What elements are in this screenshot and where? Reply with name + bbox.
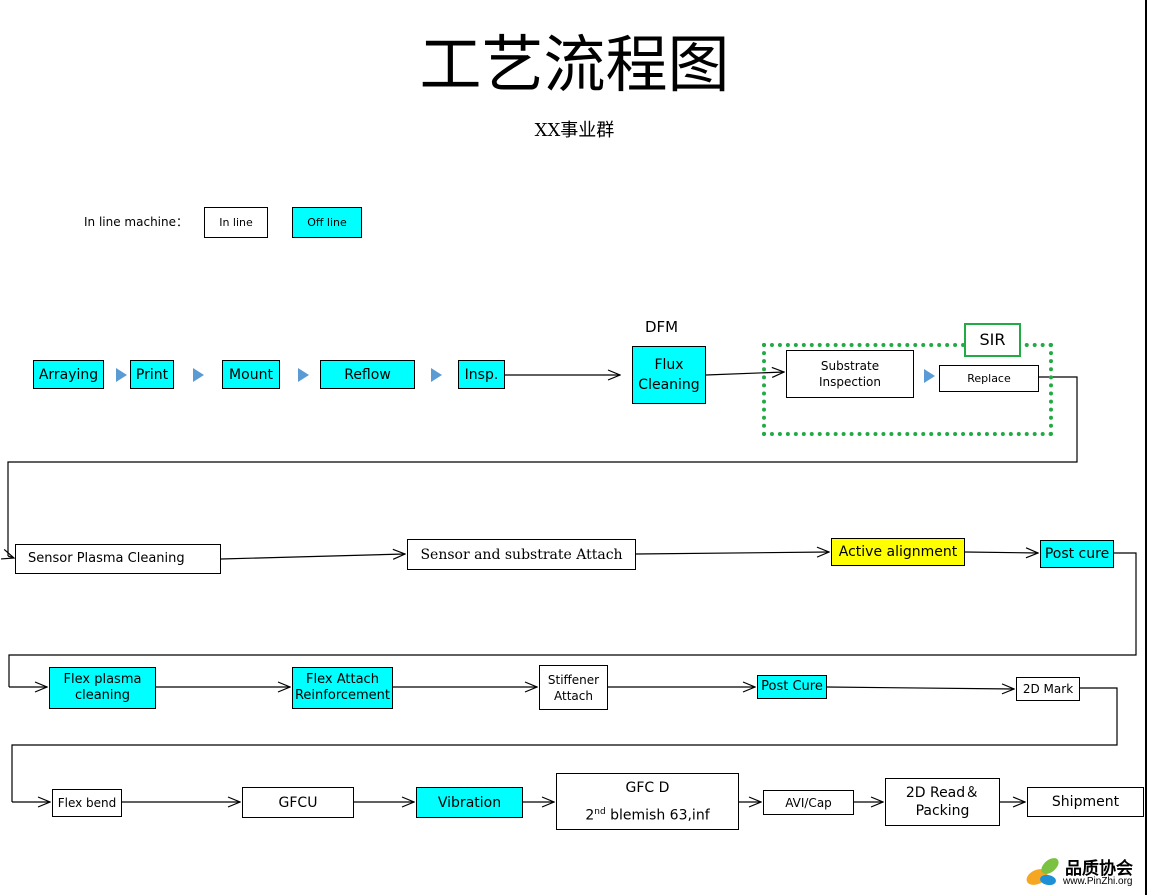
step-print: Print [130,360,174,389]
gfcd-title: GFC D [625,779,670,796]
step-flux-cleaning: Flux Cleaning [632,346,706,404]
step-2d-mark: 2D Mark [1016,677,1080,701]
step-insp: Insp. [458,360,505,389]
step-substrate-inspection: Substrate Inspection [786,350,914,398]
step-avi-cap: AVI/Cap [763,790,854,815]
step-vibration: Vibration [416,787,523,818]
step-gfcu: GFCU [242,787,354,818]
connector-postcure-row3 [8,552,1137,687]
arrow-attach-alignment [635,552,829,554]
gfcd-blemish-prefix: 2 [585,807,595,824]
page-title: 工艺流程图 [419,28,730,101]
legend-label: In line machine： [84,215,188,229]
step-post-cure: Post cure [1040,540,1114,568]
step-replace: Replace [939,365,1039,392]
logo-name: 品质协会 [1065,859,1133,879]
leaf-logo-icon [1026,858,1059,886]
arrow-plasma-attach [220,554,405,559]
step-2d-read-packing: 2D Read＆ Packing [885,778,1000,826]
step-flex-attach-reinforcement: Flex Attach Reinforcement [292,667,393,709]
step-post-cure-2: Post Cure [757,675,827,699]
page-subtitle: XX事业群 [534,120,615,141]
step-sensor-substrate-attach: Sensor and substrate Attach [407,539,636,570]
step-flex-plasma-cleaning: Flex plasma cleaning [49,667,156,709]
arrow-substrate-replace [924,369,935,383]
arrow-reflow-insp [431,368,442,382]
arrow-mount-reflow [298,368,309,382]
step-arraying: Arraying [33,360,104,389]
step-gfcd: GFC D 2nd blemish 63,inf [556,773,739,830]
legend-inline-box: In line [204,207,268,238]
step-sensor-plasma-cleaning: Sensor Plasma Cleaning [15,544,221,574]
right-border-line [1145,0,1147,895]
pinzhi-logo[interactable]: 品质协会 www.PinZhi.org [1025,852,1145,892]
arrow-flux-substrate [705,372,784,375]
gfcd-blemish-text: blemish 63,inf [605,807,710,824]
arrow-arraying-print [116,368,127,382]
gfcd-blemish-sup: nd [594,806,606,817]
arrow-postcure-2dmark [826,687,1014,689]
gfcd-blemish: 2nd blemish 63,inf [585,800,709,828]
step-reflow: Reflow [320,360,415,389]
sir-label-box: SIR [964,323,1021,357]
sir-dotted-frame [762,343,1053,436]
step-mount: Mount [222,360,280,389]
connector-2dmark-row4 [11,687,1118,802]
step-active-alignment: Active alignment [831,538,965,566]
legend-offline-box: Off line [292,207,362,238]
connector-replace-row2 [7,376,1078,556]
step-flex-bend: Flex bend [52,789,122,817]
step-stiffener-attach: Stiffener Attach [539,665,608,710]
step-shipment: Shipment [1027,787,1144,817]
arrow-print-mount [193,368,204,382]
arrow-into-sensor-plasma [8,556,14,558]
logo-url: www.PinZhi.org [1063,876,1133,887]
arrow-alignment-postcure [964,552,1038,553]
dfm-label: DFM [645,318,679,336]
